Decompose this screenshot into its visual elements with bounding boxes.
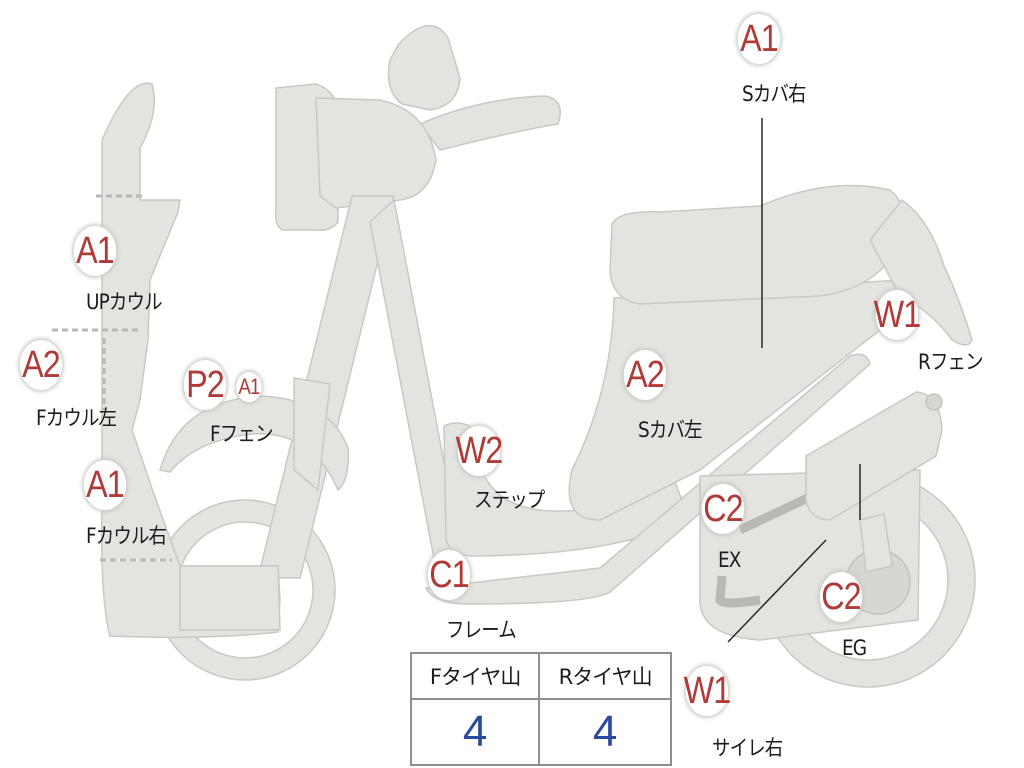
grade-badge-s-cover-right: A1 — [737, 14, 781, 64]
tire-value-front: 4 — [409, 698, 541, 766]
handlebar-shape — [418, 95, 561, 151]
grade-badge-up-cowl: A1 — [73, 226, 117, 276]
rear-fender-shape — [869, 198, 973, 346]
fork-guard-shape — [293, 377, 331, 492]
front-cowl-foot-shape — [179, 565, 281, 631]
tire-header-rear: Rタイヤ山 — [538, 652, 672, 700]
grade-badge-f-cowl-left: A2 — [19, 340, 63, 390]
front-cowl-shape — [100, 82, 281, 639]
caption-s-cover-right: Sカバ右 — [742, 82, 807, 106]
frame-shape — [424, 353, 871, 605]
grade-badge-silencer-right: W1 — [684, 666, 731, 716]
grade-badge-f-fender-secondary: A1 — [236, 372, 262, 402]
caption-frame: フレーム — [446, 618, 517, 642]
caption-engine: EG — [842, 636, 867, 660]
grade-badge-f-cowl-right: A1 — [83, 460, 127, 510]
windscreen-shape — [387, 24, 461, 111]
muffler-tip — [925, 393, 943, 411]
tire-table-header-row: Fタイヤ山 Rタイヤ山 — [409, 652, 672, 700]
grade-badge-s-cover-left: A2 — [623, 350, 667, 400]
grade-badge-f-fender: P2 — [183, 360, 227, 410]
caption-f-fender: Fフェン — [210, 422, 273, 446]
caption-step: ステップ — [474, 488, 545, 512]
tire-value-rear: 4 — [538, 698, 672, 766]
grade-badge-r-fender: W1 — [874, 290, 921, 340]
grade-badge-engine: C2 — [819, 572, 863, 622]
grade-badge-step: W2 — [456, 426, 503, 476]
grade-badge-frame: C1 — [427, 550, 471, 600]
caption-r-fender: Rフェン — [918, 350, 984, 374]
tire-header-front: Fタイヤ山 — [409, 652, 541, 700]
grade-badge-exhaust: C2 — [701, 484, 745, 534]
leader-line-silencer — [727, 539, 827, 643]
caption-exhaust: EX — [718, 548, 741, 572]
caption-s-cover-left: Sカバ左 — [638, 418, 703, 442]
exhaust-pipe-shape — [715, 489, 818, 608]
caption-silencer-right: サイレ右 — [712, 736, 783, 760]
tire-table-value-row: 4 4 — [409, 698, 672, 766]
muffler-shape — [805, 391, 943, 521]
rear-shock-shape — [859, 513, 893, 573]
caption-f-cowl-right: Fカウル右 — [86, 524, 167, 548]
handle-cover-shape — [315, 97, 437, 209]
tire-tread-table: Fタイヤ山 Rタイヤ山 4 4 — [409, 652, 672, 766]
caption-up-cowl: UPカウル — [86, 290, 163, 314]
caption-f-cowl-left: Fカウル左 — [36, 406, 117, 430]
